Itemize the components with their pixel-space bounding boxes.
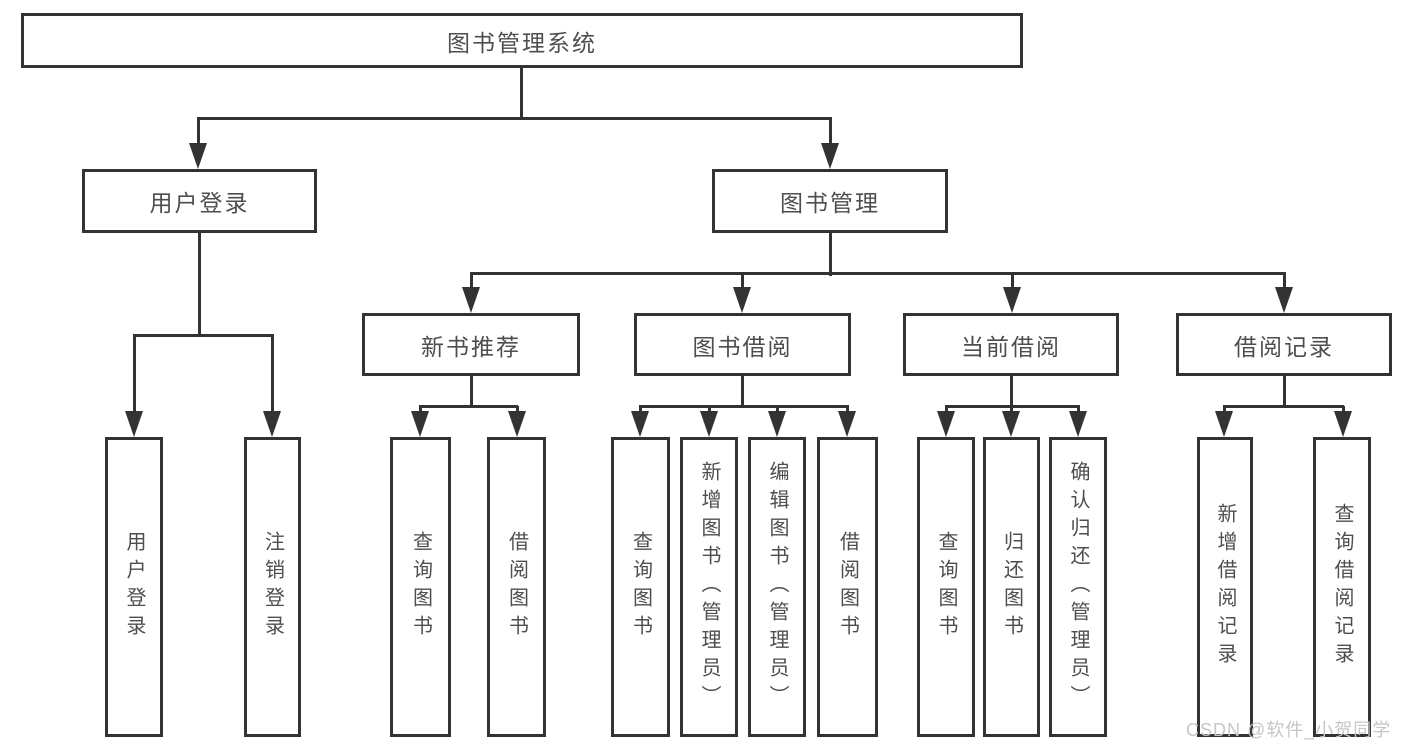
- connector-vline: [469, 375, 473, 408]
- leaf-add-borrow-record-label: 新增借阅记录: [1214, 503, 1236, 671]
- connector-arrow-shaft: [270, 335, 274, 417]
- arrowhead-down-icon: [263, 411, 281, 437]
- connector-vline: [828, 232, 832, 276]
- connector-vline: [1282, 375, 1286, 408]
- node-current-borrowing: 当前借阅: [903, 313, 1119, 376]
- connector-arrow-shaft: [740, 273, 744, 293]
- connector-hline: [197, 116, 832, 120]
- leaf-edit-book-admin-label: 编辑图书（管理员）: [766, 461, 788, 713]
- leaf-logout: 注销登录: [244, 437, 301, 737]
- connector-vline: [519, 68, 523, 120]
- node-library-management-system: 图书管理系统: [21, 13, 1023, 68]
- leaf-borrow-books-borrowing-label: 借阅图书: [836, 531, 859, 643]
- arrowhead-down-icon: [1069, 411, 1087, 437]
- leaf-borrow-books-recommend: 借阅图书: [487, 437, 546, 737]
- connector-hline: [419, 404, 518, 408]
- leaf-user-login: 用户登录: [105, 437, 163, 737]
- connector-arrow-shaft: [1010, 273, 1014, 293]
- connector-vline: [197, 232, 201, 337]
- connector-arrow-shaft: [132, 335, 136, 417]
- arrowhead-down-icon: [508, 411, 526, 437]
- arrowhead-down-icon: [462, 287, 480, 313]
- arrowhead-down-icon: [411, 411, 429, 437]
- connector-hline: [470, 271, 1286, 275]
- leaf-return-book: 归还图书: [983, 437, 1040, 737]
- watermark: CSDN @软件_小贺同学: [1186, 720, 1392, 740]
- connector-hline: [1223, 404, 1344, 408]
- node-user-login: 用户登录: [82, 169, 317, 233]
- leaf-query-books-recommend-label: 查询图书: [409, 531, 432, 643]
- arrowhead-down-icon: [1334, 411, 1352, 437]
- leaf-query-books-borrowing-label: 查询图书: [629, 531, 652, 643]
- leaf-logout-label: 注销登录: [261, 531, 284, 643]
- leaf-query-borrow-record: 查询借阅记录: [1313, 437, 1371, 737]
- node-new-book-recommend: 新书推荐: [362, 313, 580, 376]
- leaf-query-books-current-label: 查询图书: [935, 531, 957, 643]
- node-book-management: 图书管理: [712, 169, 948, 233]
- leaf-query-books-current: 查询图书: [917, 437, 975, 737]
- arrowhead-down-icon: [189, 143, 207, 169]
- connector-hline: [945, 404, 1080, 408]
- arrowhead-down-icon: [1003, 287, 1021, 313]
- leaf-query-books-borrowing: 查询图书: [611, 437, 670, 737]
- arrowhead-down-icon: [733, 287, 751, 313]
- node-book-borrowing: 图书借阅: [634, 313, 851, 376]
- arrowhead-down-icon: [125, 411, 143, 437]
- node-borrowing-records: 借阅记录: [1176, 313, 1392, 376]
- arrowhead-down-icon: [631, 411, 649, 437]
- leaf-confirm-return-admin-label: 确认归还（管理员）: [1067, 461, 1089, 713]
- leaf-borrow-books-recommend-label: 借阅图书: [505, 531, 528, 643]
- leaf-borrow-books-borrowing: 借阅图书: [817, 437, 878, 737]
- arrowhead-down-icon: [937, 411, 955, 437]
- leaf-query-borrow-record-label: 查询借阅记录: [1331, 503, 1353, 671]
- arrowhead-down-icon: [821, 143, 839, 169]
- arrowhead-down-icon: [838, 411, 856, 437]
- connector-arrow-shaft: [196, 118, 200, 149]
- leaf-add-book-admin: 新增图书（管理员）: [680, 437, 738, 737]
- arrowhead-down-icon: [700, 411, 718, 437]
- arrowhead-down-icon: [768, 411, 786, 437]
- leaf-add-borrow-record: 新增借阅记录: [1197, 437, 1253, 737]
- arrowhead-down-icon: [1275, 287, 1293, 313]
- arrowhead-down-icon: [1002, 411, 1020, 437]
- leaf-confirm-return-admin: 确认归还（管理员）: [1049, 437, 1107, 737]
- connector-hline: [133, 333, 274, 337]
- connector-arrow-shaft: [828, 118, 832, 149]
- connector-arrow-shaft: [469, 273, 473, 293]
- connector-hline: [639, 404, 849, 408]
- arrowhead-down-icon: [1215, 411, 1233, 437]
- leaf-user-login-label: 用户登录: [123, 531, 145, 643]
- leaf-add-book-admin-label: 新增图书（管理员）: [698, 461, 720, 713]
- connector-vline: [740, 375, 744, 408]
- leaf-edit-book-admin: 编辑图书（管理员）: [748, 437, 806, 737]
- leaf-return-book-label: 归还图书: [1000, 531, 1023, 643]
- leaf-query-books-recommend: 查询图书: [390, 437, 451, 737]
- connector-arrow-shaft: [1282, 273, 1286, 293]
- connector-vline: [1009, 375, 1013, 408]
